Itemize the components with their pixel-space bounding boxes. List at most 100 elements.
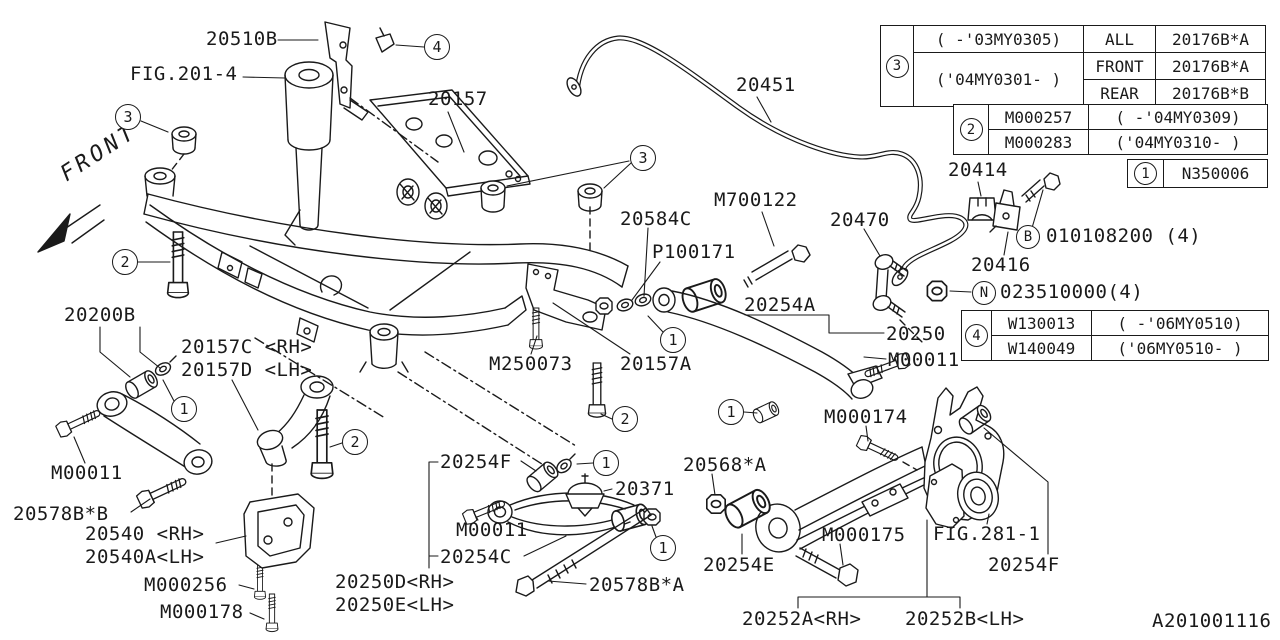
bolt-m000174 <box>855 433 918 471</box>
table-bushing-specs: 3 ( -'03MY0305) ALL 20176B*A ('04MY0301-… <box>880 25 1266 107</box>
part-label-M700122: M700122 <box>714 189 798 211</box>
part-label-20568A: 20568*A <box>683 454 767 476</box>
date-range-cell: ( -'06MY0510) <box>1091 310 1268 335</box>
part-label-20371: 20371 <box>615 478 675 500</box>
part-number-cell: M000283 <box>988 129 1088 154</box>
position-cell: ALL <box>1083 25 1155 52</box>
table-bolt-specs: 2 M000257 ( -'04MY0309) M000283 ('04MY03… <box>953 104 1268 155</box>
part-label-M000175: M000175 <box>822 524 906 546</box>
front-arrow <box>37 204 105 253</box>
hub-bearing-fig281 <box>925 463 999 529</box>
bolt-callout2-center <box>587 362 607 418</box>
date-range-cell: ( -'03MY0305) <box>913 25 1083 52</box>
part-label-20416: 20416 <box>971 254 1031 276</box>
figure-ref-201-4: FIG.201-4 <box>130 63 238 85</box>
part-number-cell: W130013 <box>991 310 1091 335</box>
bolt-m000175 <box>795 547 859 587</box>
bolt-m250073 <box>529 307 543 350</box>
part-label-20250E: 20250E<LH> <box>335 594 455 616</box>
plate-20157 <box>369 89 531 197</box>
nut-20568A <box>705 493 727 515</box>
diagram-id: A201001116 <box>1152 610 1272 632</box>
table-callout-cell: 4 <box>961 310 991 360</box>
part-label-20510B: 20510B <box>206 28 278 50</box>
part-label-20254F-link: 20254F <box>440 451 512 473</box>
part-label-20252A: 20252A<RH> <box>742 608 862 630</box>
part-label-M000174: M000174 <box>824 406 908 428</box>
callout-1-nut-right: 1 <box>718 399 744 425</box>
callout-2-center: 2 <box>612 406 638 432</box>
table-callout-cell: 3 <box>880 25 913 106</box>
date-range-cell: ('04MY0310- ) <box>1088 129 1267 154</box>
part-label-20578BA: 20578B*A <box>589 574 685 596</box>
arm-20200B <box>54 355 213 511</box>
part-number-cell: 20176B*B <box>1155 79 1265 106</box>
part-label-M00011-left: M00011 <box>51 462 123 484</box>
part-label-20250: 20250 <box>886 323 946 345</box>
callout-1-20254A: 1 <box>660 327 686 353</box>
bracket-20510B <box>324 21 369 121</box>
part-label-20254E: 20254E <box>703 554 775 576</box>
clip-part <box>375 27 395 53</box>
bolt-callout2-link <box>310 409 334 480</box>
part-label-023510000: 023510000(4) <box>1000 281 1144 303</box>
part-label-20470: 20470 <box>830 209 890 231</box>
link-20470 <box>872 254 923 343</box>
part-label-20252B: 20252B<LH> <box>905 608 1025 630</box>
subframe-group <box>143 167 629 373</box>
part-label-20254F-knuckle: 20254F <box>988 554 1060 576</box>
callout-1-20254F: 1 <box>593 450 619 476</box>
date-range-cell: ( -'04MY0309) <box>1088 104 1267 129</box>
callout-2-table: 2 <box>959 118 983 141</box>
bushing-20176-front <box>169 126 197 173</box>
callout-1-arm-left: 1 <box>171 396 197 422</box>
part-label-20200B: 20200B <box>64 304 136 326</box>
bolt-m000178 <box>265 593 279 633</box>
part-label-P100171: P100171 <box>652 241 736 263</box>
part-label-M000256: M000256 <box>144 574 228 596</box>
part-number-cell: N350006 <box>1163 159 1267 187</box>
part-label-20157C: 20157C <RH> <box>181 336 313 358</box>
callout-3-left: 3 <box>115 104 141 130</box>
bushing-20176-rear <box>577 183 603 251</box>
part-label-010108200: 010108200 (4) <box>1046 225 1202 247</box>
bolt-010108200 <box>1021 172 1061 203</box>
bushing-20414 <box>967 197 997 221</box>
date-range-cell: ('04MY0301- ) <box>913 52 1083 106</box>
part-label-20584C: 20584C <box>620 208 692 230</box>
part-label-20540A: 20540A<LH> <box>85 546 205 568</box>
table-callout-cell: 1 <box>1127 159 1163 187</box>
bracket-20416 <box>989 189 1021 233</box>
callout-3-center: 3 <box>630 145 656 171</box>
table-nut-spec: 1 N350006 <box>1127 159 1268 188</box>
part-number-cell: W140049 <box>991 335 1091 360</box>
callout-1-20254C: 1 <box>650 535 676 561</box>
bolt-callout2-left <box>166 231 190 299</box>
part-label-20540: 20540 <RH> <box>85 523 205 545</box>
part-label-M00011-right: M00011 <box>888 349 960 371</box>
part-label-M250073: M250073 <box>489 353 573 375</box>
table-washer-specs: 4 W130013 ( -'06MY0510) W140049 ('06MY05… <box>961 310 1269 361</box>
callout-N-nut: N <box>972 281 996 305</box>
position-cell: FRONT <box>1083 52 1155 79</box>
part-label-M000178: M000178 <box>160 601 244 623</box>
part-label-20254C: 20254C <box>440 546 512 568</box>
part-label-20157A: 20157A <box>620 353 692 375</box>
callout-1-table: 1 <box>1134 162 1157 185</box>
callout-4-table: 4 <box>965 324 988 347</box>
link-20254C <box>461 453 661 597</box>
part-label-20157: 20157 <box>428 88 488 110</box>
part-label-20578BB: 20578B*B <box>13 503 109 525</box>
leader-lines <box>73 39 1049 620</box>
damper-mount-group <box>284 61 334 246</box>
callout-2-left: 2 <box>112 249 138 275</box>
nut-023510000 <box>926 280 948 302</box>
bracket-20540 <box>243 493 315 569</box>
part-label-20451: 20451 <box>736 74 796 96</box>
callout-B-bolt: B <box>1016 225 1040 249</box>
callout-2-link: 2 <box>342 429 368 455</box>
part-number-cell: 20176B*A <box>1155 52 1265 79</box>
bolt-m000256 <box>253 563 267 600</box>
